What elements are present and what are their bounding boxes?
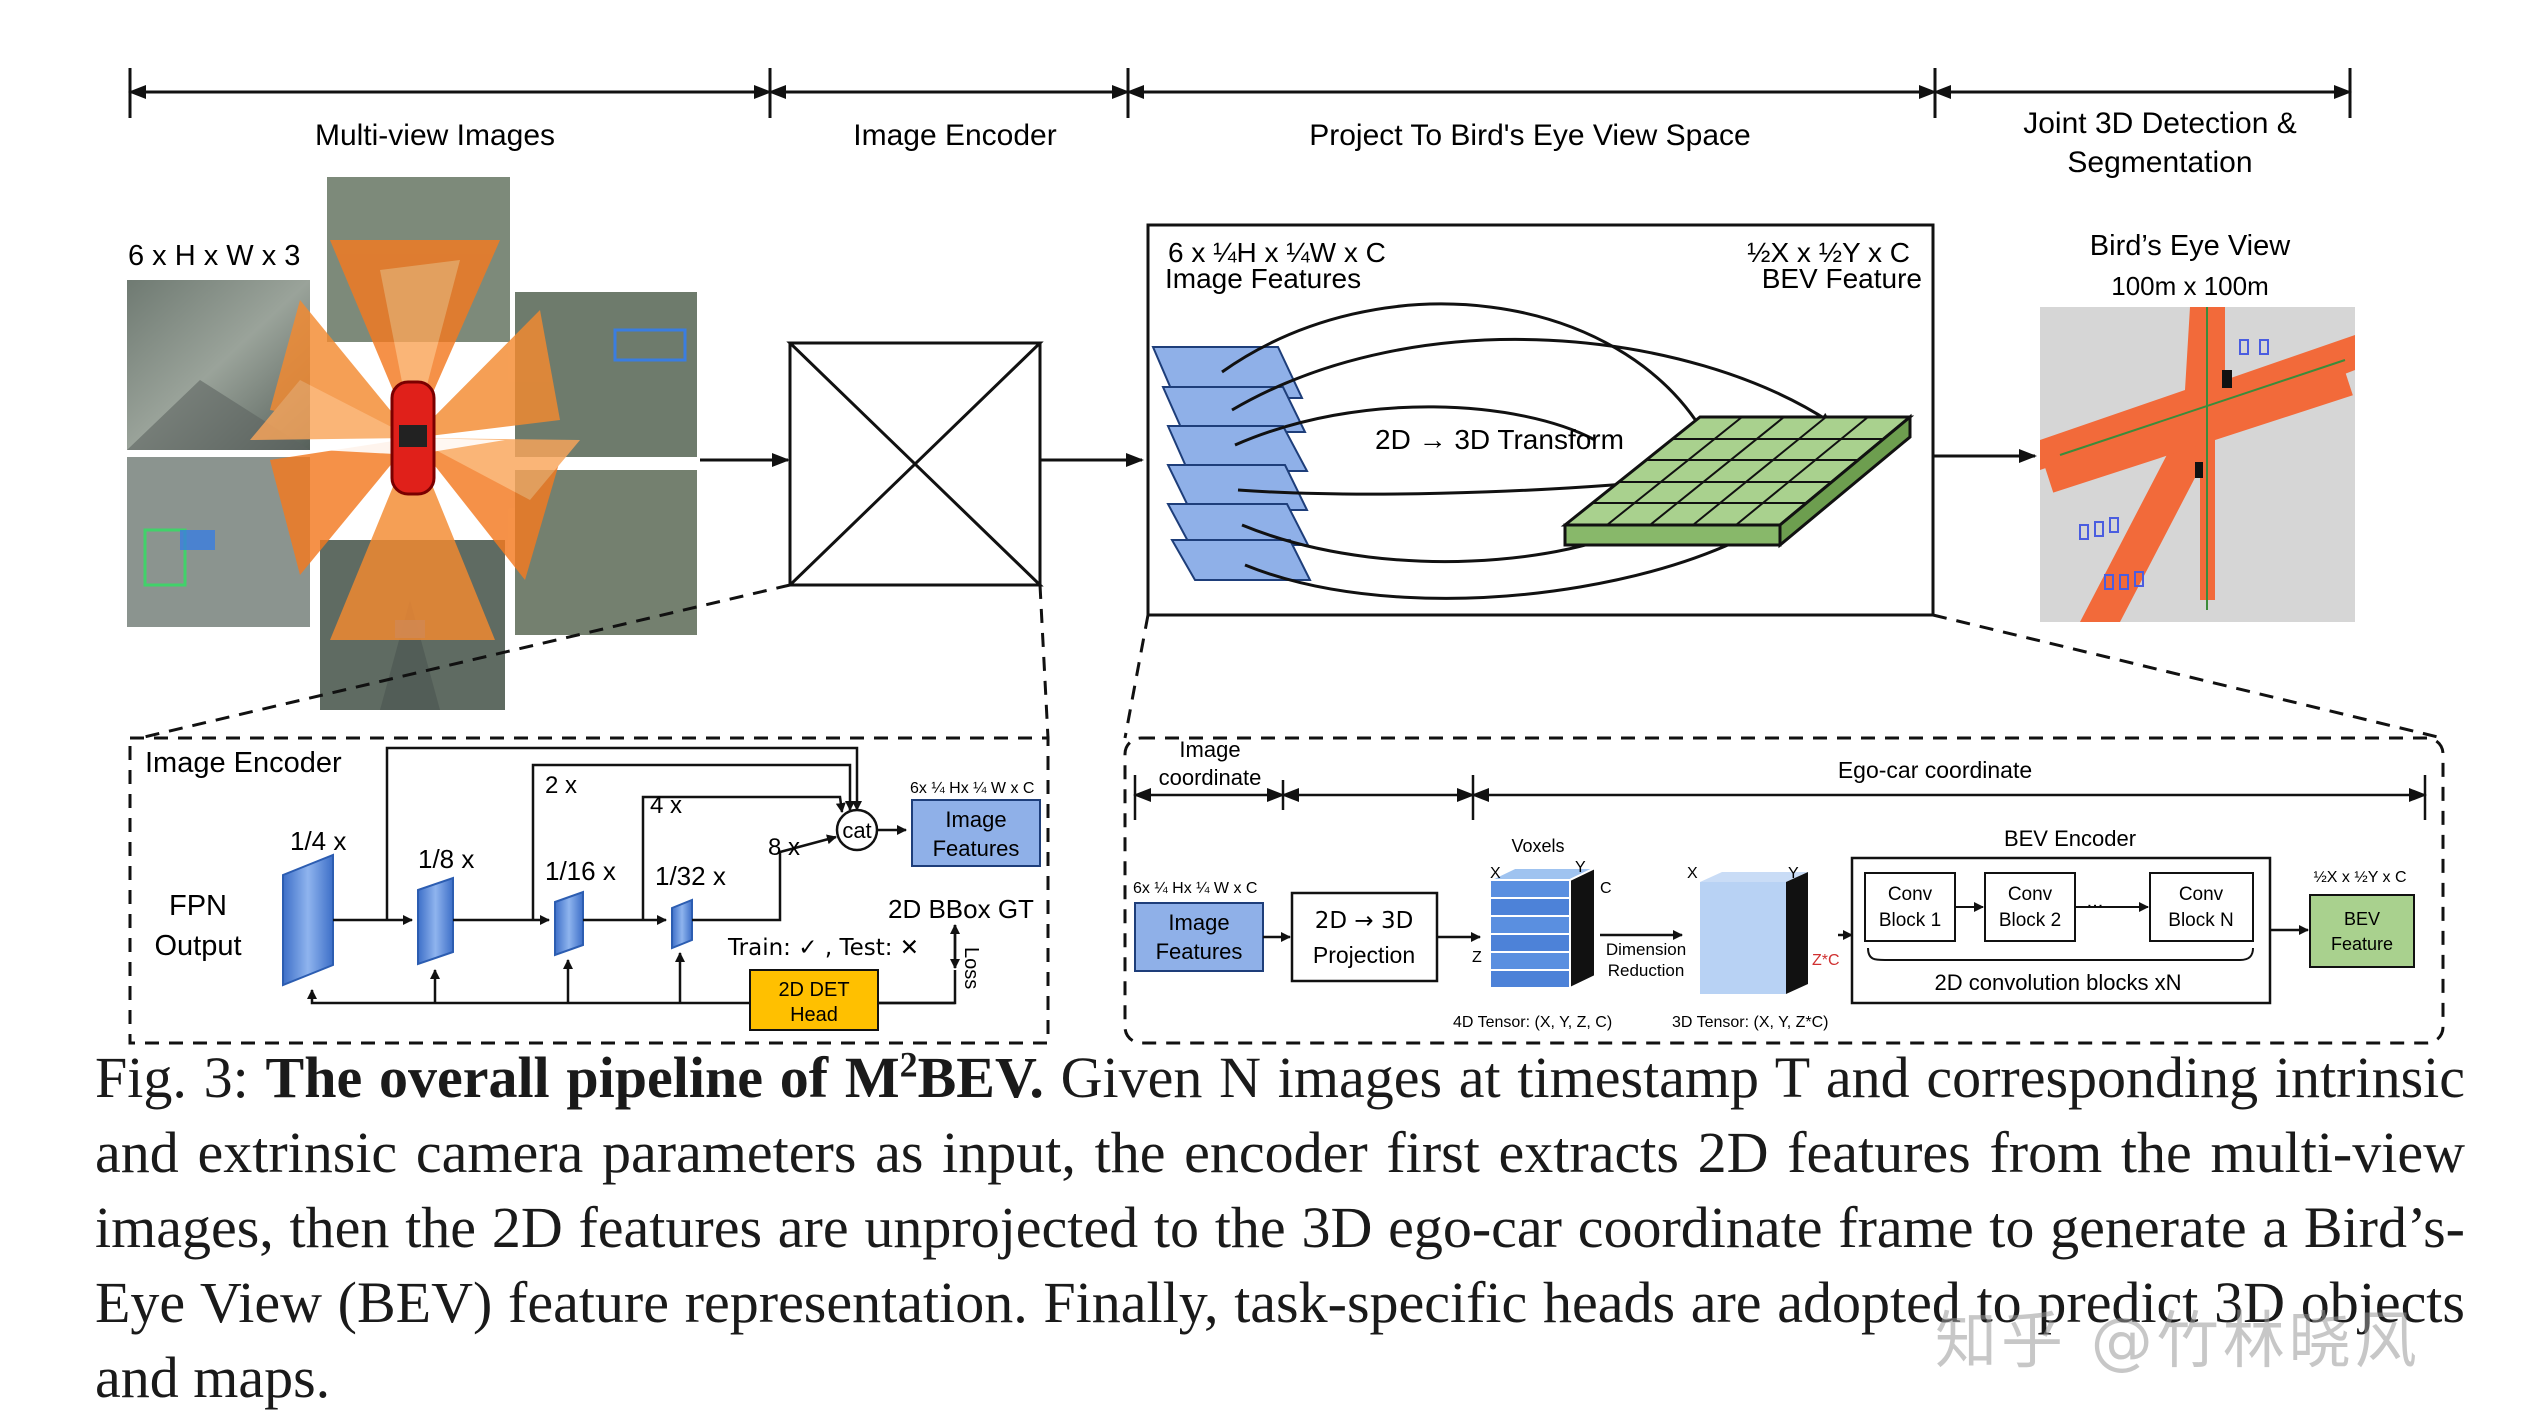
projection-label-2: Projection <box>1313 942 1415 968</box>
voxels-label: Voxels <box>1511 836 1564 856</box>
conv-block-2-label-1: Conv <box>2008 884 2053 905</box>
scale-1-8: 1/8 x <box>418 844 474 874</box>
image-coord-label-1: Image <box>1179 737 1240 762</box>
bev-out-label-1: BEV <box>2344 909 2380 929</box>
up-2x: 2 x <box>545 772 577 799</box>
image-coord-label-2: coordinate <box>1159 765 1262 790</box>
train-test-label: Train: ✓ , Test: ✕ <box>727 935 919 961</box>
conv-block-2 <box>1984 872 2076 942</box>
tensor-axis-y: Y <box>1788 865 1799 882</box>
caption-body: Given N images at timestamp T and corres… <box>95 1045 2466 1410</box>
scale-1-16: 1/16 x <box>545 856 616 886</box>
conv-block-1-label-2: Block 1 <box>1879 910 1941 931</box>
enc-feat-shape: 6x ¼ Hx ¼ W x C <box>910 780 1034 797</box>
stage-label-seg: Segmentation <box>2067 146 2252 179</box>
enc-feat-label-1: Image <box>945 807 1006 832</box>
bev-tensor-cube <box>1700 872 1808 994</box>
projection-detail-box <box>1123 736 2445 1045</box>
conv-block-1 <box>1864 872 1956 942</box>
voxel-axis-y: Y <box>1575 859 1586 876</box>
stage-label-project: Project To Bird's Eye View Space <box>1309 119 1751 152</box>
bev-img-feat-label: Image Features <box>1165 263 1361 294</box>
bev-feature-shape: ½X x ½Y x C <box>1747 237 1910 268</box>
dim-red-label-2: Reduction <box>1608 961 1685 980</box>
bev-output-feature <box>2309 894 2415 968</box>
bev-output-map <box>2040 307 2355 622</box>
det-head <box>749 969 879 1031</box>
proj-image-features <box>1134 902 1264 972</box>
det-head-label-2: Head <box>790 1004 838 1026</box>
output-title: Bird’s Eye View <box>2090 230 2291 262</box>
stage-label-encoder: Image Encoder <box>853 119 1056 152</box>
scale-1-32: 1/32 x <box>655 861 726 891</box>
coord-ruler <box>1133 775 2427 820</box>
multi-view-images <box>127 177 697 710</box>
bev-out-shape: ½X x ½Y x C <box>2313 869 2406 886</box>
fpn-feature-maps <box>282 853 693 987</box>
enc-image-features <box>911 799 1041 867</box>
projection-label-1: 2D → 3D <box>1315 908 1414 934</box>
fpn-output-label: Output <box>154 930 241 962</box>
voxel-stack <box>1489 866 1596 990</box>
loss-label: Loss <box>960 947 982 989</box>
bev-img-feat-shape: 6 x ¼H x ¼W x C <box>1168 237 1386 268</box>
image-feature-stack <box>1151 346 1312 581</box>
bev-grid <box>1560 413 1915 549</box>
proj-feat-label-2: Features <box>1156 939 1243 964</box>
conv-block-1-label-1: Conv <box>1888 884 1933 905</box>
bev-encoder-title: BEV Encoder <box>2004 826 2136 851</box>
input-shape: 6 x H x W x 3 <box>128 240 300 272</box>
stage-ruler <box>128 68 2352 118</box>
conv-block-n-label-2: Block N <box>2168 910 2233 931</box>
up-4x: 4 x <box>650 792 682 819</box>
tensor-axis-x: X <box>1687 865 1698 882</box>
proj-feat-label-1: Image <box>1168 910 1229 935</box>
encoder-bowtie <box>786 341 1044 587</box>
det-head-label-1: 2D DET <box>778 979 849 1001</box>
caption-fig-number: Fig. 3: <box>95 1045 249 1110</box>
fpn-label: FPN <box>169 890 227 922</box>
figure-caption: Fig. 3: The overall pipeline of M2BEV. G… <box>95 1040 2465 1415</box>
voxel-axis-z: Z <box>1472 949 1482 966</box>
conv-block-2-label-2: Block 2 <box>1999 910 2061 931</box>
conv-dots: ... <box>2087 890 2104 912</box>
tensor-axis-zc: Z*C <box>1812 952 1840 969</box>
bbox-gt-label: 2D BBox GT <box>888 894 1034 924</box>
concat-node <box>835 808 879 852</box>
enc-feat-label-2: Features <box>933 836 1020 861</box>
ego-coord-label: Ego-car coordinate <box>1838 757 2032 783</box>
concat-label: cat <box>842 818 871 843</box>
encoder-detail-title: Image Encoder <box>145 747 342 779</box>
bev-out-label-2: Feature <box>2331 934 2393 954</box>
output-size: 100m x 100m <box>2111 271 2269 301</box>
dim-red-label-1: Dimension <box>1606 940 1686 959</box>
voxel-axis-c: C <box>1600 880 1612 897</box>
up-8x: 8 x <box>768 834 800 861</box>
encoder-detail-box <box>128 736 1050 1045</box>
transform-label: 2D → 3D Transform <box>1375 424 1624 455</box>
encoder-connections <box>307 746 960 1005</box>
conv-blocks-label: 2D convolution blocks xN <box>1934 970 2181 995</box>
tensor-3d-label: 3D Tensor: (X, Y, Z*C) <box>1672 1014 1829 1031</box>
conv-block-n-label-1: Conv <box>2179 884 2224 905</box>
zoom-lines <box>139 583 2443 740</box>
camera-frustums <box>250 240 580 640</box>
tensor-4d-label: 4D Tensor: (X, Y, Z, C) <box>1453 1014 1612 1031</box>
voxel-axis-x: X <box>1490 865 1501 882</box>
stage-label-multiview: Multi-view Images <box>315 119 555 152</box>
bev-feature-label: BEV Feature <box>1762 263 1922 294</box>
conv-block-n <box>2149 872 2254 942</box>
scale-1-4: 1/4 x <box>290 826 346 856</box>
proj-feat-shape: 6x ¼ Hx ¼ W x C <box>1133 880 1257 897</box>
caption-title: The overall pipeline of M2BEV. <box>265 1044 1044 1110</box>
watermark-text: 知乎 @竹林晓风 <box>1935 1304 2421 1377</box>
stage-label-joint: Joint 3D Detection & <box>2023 107 2296 140</box>
